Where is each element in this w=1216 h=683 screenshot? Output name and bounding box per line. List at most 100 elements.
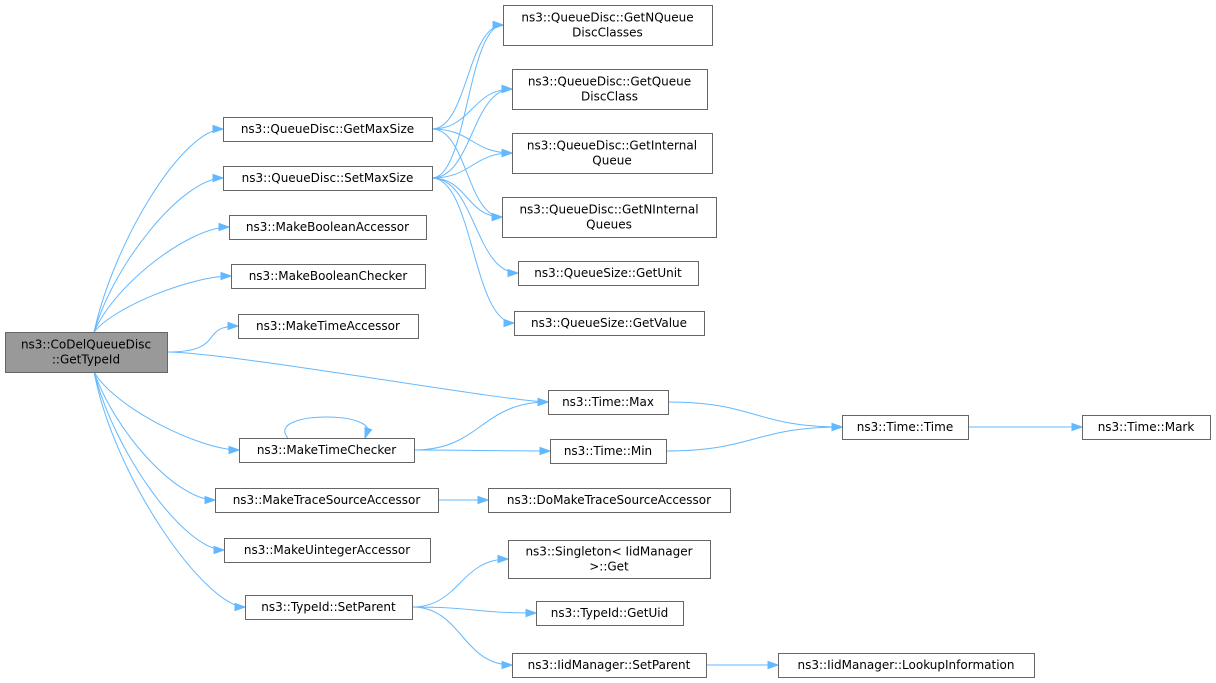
node-label: Queue: [592, 154, 631, 168]
node-box: [508, 540, 711, 579]
node-box: [514, 311, 705, 336]
arrowhead-setparent-to-getuid: [525, 608, 538, 618]
node-qsunit[interactable]: ns3::QueueSize::GetUnit: [518, 261, 699, 286]
node-box: [536, 601, 684, 626]
node-label: ns3::QueueDisc::GetInternal: [527, 139, 697, 153]
arrowhead-setparent-to-iidsetparent: [501, 660, 514, 670]
node-box: [512, 133, 713, 174]
node-iidsetparent[interactable]: ns3::IidManager::SetParent: [512, 653, 707, 678]
node-label: ns3::TypeId::SetParent: [261, 600, 396, 614]
arrowhead-timetime-to-timemark: [1071, 422, 1084, 432]
node-box: [502, 197, 717, 238]
edge-root-to-mktimechk: [93, 371, 240, 451]
node-getuid[interactable]: ns3::TypeId::GetUid: [536, 601, 684, 626]
node-timemark[interactable]: ns3::Time::Mark: [1082, 415, 1211, 440]
node-box: [238, 314, 419, 339]
node-label: ns3::MakeTraceSourceAccessor: [233, 493, 421, 507]
node-root[interactable]: ns3::CoDelQueueDisc::GetTypeId: [5, 332, 168, 373]
node-box: [229, 215, 427, 240]
node-setparent[interactable]: ns3::TypeId::SetParent: [245, 595, 413, 620]
node-label: ns3::Time::Time: [857, 420, 953, 434]
node-mktimechk[interactable]: ns3::MakeTimeChecker: [239, 438, 415, 463]
node-box: [1082, 415, 1211, 440]
node-label: Queues: [586, 218, 632, 232]
node-box: [215, 488, 439, 513]
edge-mktimechk-to-timemin: [413, 449, 551, 452]
arrowhead-setmaxsize-to-qsunit: [507, 268, 520, 278]
edge-setmaxsize-to-getniq: [431, 177, 503, 218]
node-box: [550, 439, 667, 464]
arrowhead-setparent-to-singleton: [497, 554, 510, 564]
node-timemin[interactable]: ns3::Time::Min: [550, 439, 667, 464]
node-label: ns3::QueueDisc::GetNQueue: [521, 11, 693, 25]
node-box: [224, 538, 431, 563]
node-mkuint[interactable]: ns3::MakeUintegerAccessor: [224, 538, 431, 563]
arrowhead-root-to-mkboolacc: [218, 222, 231, 232]
edge-root-to-getmaxsize: [93, 128, 224, 333]
edge-root-to-mktracesrc: [93, 371, 216, 501]
node-timetime[interactable]: ns3::Time::Time: [842, 415, 969, 440]
node-mkboolacc[interactable]: ns3::MakeBooleanAccessor: [229, 215, 427, 240]
edge-getmaxsize-to-getiq: [431, 128, 513, 154]
node-label: ns3::MakeBooleanChecker: [249, 269, 408, 283]
node-label: ns3::IidManager::LookupInformation: [798, 658, 1015, 672]
arrowhead-setmaxsize-to-getnqdc: [492, 20, 505, 30]
arrowhead-mktracesrc-to-domaketrace: [477, 495, 490, 505]
node-mkboolchk[interactable]: ns3::MakeBooleanChecker: [231, 264, 426, 289]
node-singleton[interactable]: ns3::Singleton< IidManager>::Get: [508, 540, 711, 579]
arrowhead-root-to-mktracesrc: [204, 495, 217, 505]
node-mktracesrc[interactable]: ns3::MakeTraceSourceAccessor: [215, 488, 439, 513]
nodes-layer: ns3::CoDelQueueDisc::GetTypeId ns3::Queue…: [5, 5, 1211, 678]
node-label: ns3::Time::Mark: [1098, 420, 1195, 434]
node-timemax[interactable]: ns3::Time::Max: [548, 390, 669, 415]
edge-setmaxsize-to-qsvalue: [431, 177, 515, 324]
edge-getmaxsize-to-getniq: [431, 128, 503, 218]
edge-mktimechk-to-mktimechk: [284, 416, 369, 439]
edge-root-to-timemax: [166, 351, 549, 403]
node-label: ns3::Singleton< IidManager: [525, 545, 692, 559]
node-label: ns3::QueueDisc::SetMaxSize: [242, 171, 414, 185]
node-domaketrace[interactable]: ns3::DoMakeTraceSourceAccessor: [488, 488, 731, 513]
arrowhead-iidsetparent-to-lookup: [767, 660, 780, 670]
arrowhead-root-to-mktimechk: [228, 445, 241, 455]
edge-root-to-setparent: [93, 371, 246, 608]
edge-setparent-to-iidsetparent: [411, 606, 513, 666]
edge-getmaxsize-to-getqdc: [431, 88, 513, 130]
edge-setmaxsize-to-getnqdc: [431, 24, 504, 179]
edge-setmaxsize-to-getiq: [431, 152, 513, 179]
node-label: ::GetTypeId: [52, 353, 120, 367]
arrowhead-root-to-mkboolchk: [220, 271, 233, 281]
node-setmaxsize[interactable]: ns3::QueueDisc::SetMaxSize: [223, 166, 433, 191]
arrowhead-root-to-mkuint: [213, 545, 226, 555]
node-getmaxsize[interactable]: ns3::QueueDisc::GetMaxSize: [223, 117, 433, 142]
node-label: ns3::QueueDisc::GetMaxSize: [241, 122, 414, 136]
edge-root-to-mkboolacc: [93, 226, 230, 333]
node-box: [5, 332, 168, 373]
node-label: ns3::MakeTimeAccessor: [256, 319, 400, 333]
node-label: ns3::CoDelQueueDisc: [21, 338, 151, 352]
arrowhead-root-to-setparent: [234, 602, 247, 612]
node-label: ns3::MakeUintegerAccessor: [244, 543, 410, 557]
arrowhead-mktimechk-to-timemax: [537, 397, 550, 407]
edge-root-to-mkuint: [93, 371, 225, 551]
node-label: ns3::DoMakeTraceSourceAccessor: [507, 493, 711, 507]
arrowhead-setmaxsize-to-qsvalue: [503, 318, 516, 328]
node-box: [512, 69, 708, 110]
node-box: [223, 166, 433, 191]
node-box: [518, 261, 699, 286]
node-box: [223, 117, 433, 142]
edge-getmaxsize-to-getnqdc: [431, 24, 504, 130]
node-mktimeacc[interactable]: ns3::MakeTimeAccessor: [238, 314, 419, 339]
edge-setmaxsize-to-qsunit: [431, 177, 519, 274]
arrowhead-root-to-getmaxsize: [212, 124, 225, 134]
node-qsvalue[interactable]: ns3::QueueSize::GetValue: [514, 311, 705, 336]
node-lookup[interactable]: ns3::IidManager::LookupInformation: [778, 653, 1035, 678]
arrowhead-mktimechk-to-timemin: [539, 446, 552, 456]
arrowhead-setmaxsize-to-getiq: [501, 148, 514, 158]
node-box: [488, 488, 731, 513]
